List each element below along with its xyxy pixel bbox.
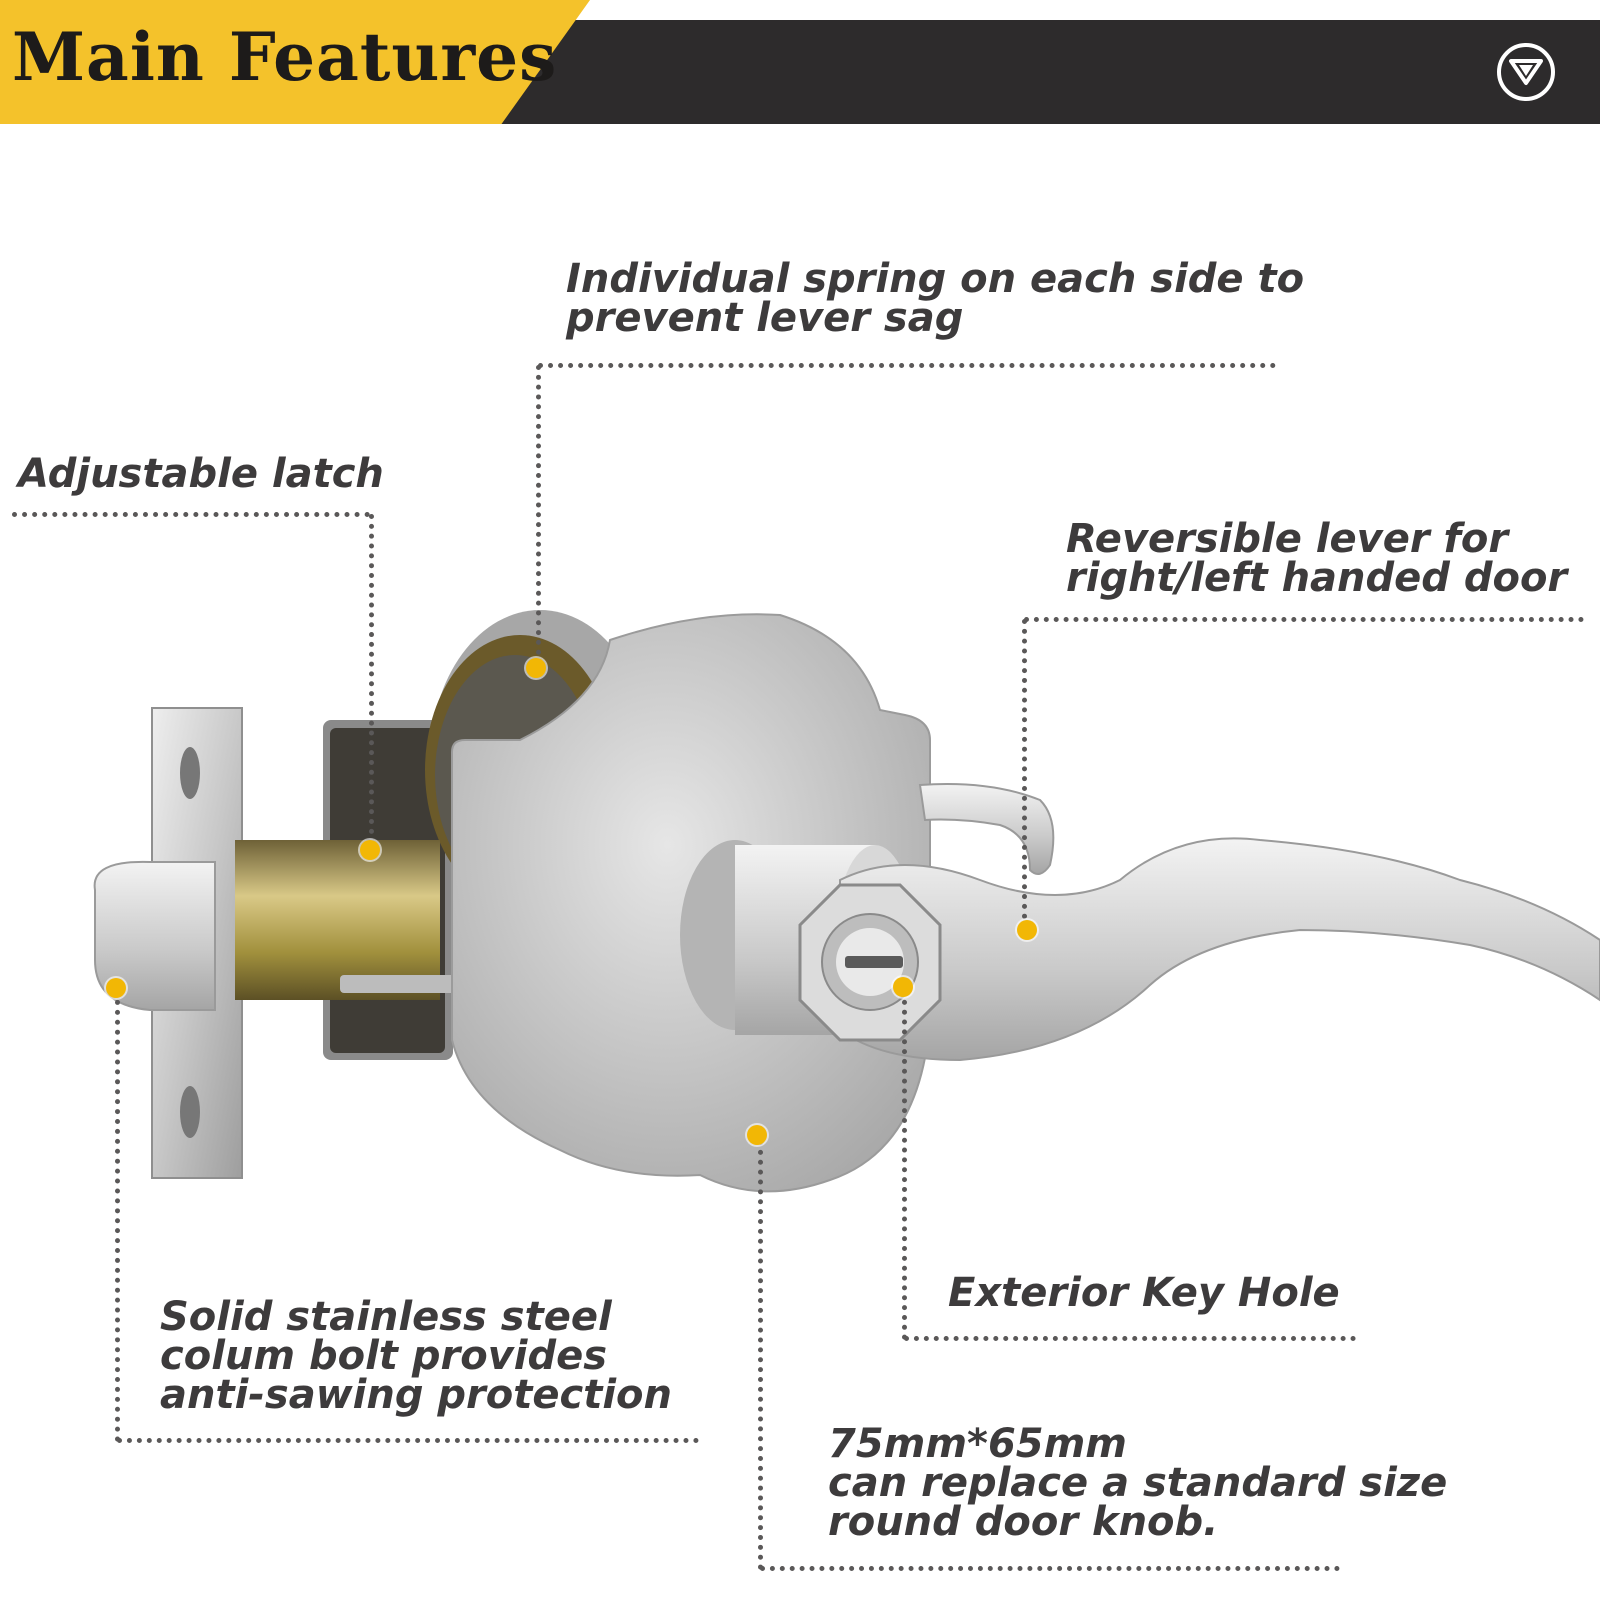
callout-line-reversible-v [1022, 619, 1027, 919]
chevron-down-circle-icon[interactable] [1497, 43, 1555, 101]
header-accent [0, 0, 590, 124]
feature-label-reversible-line1: Reversible lever for [1066, 516, 1509, 562]
feature-label-keyhole: Exterior Key Hole [948, 1270, 1340, 1316]
callout-line-keyhole-v [902, 990, 907, 1340]
callout-dot-size [747, 1125, 767, 1145]
feature-label-size: 75mm*65mm can replace a standard size ro… [828, 1421, 1448, 1545]
feature-label-spring-line1: Individual spring on each side to [566, 256, 1305, 302]
callout-line-bolt-h [117, 1438, 699, 1443]
callout-line-spring-v [536, 365, 541, 655]
feature-label-spring: Individual spring on each side to preven… [566, 256, 1305, 341]
callout-dot-bolt [106, 978, 126, 998]
callout-dot-latch [360, 840, 380, 860]
callout-line-bolt-v [115, 990, 120, 1442]
feature-label-latch: Adjustable latch [18, 451, 384, 497]
feature-label-size-line3: round door knob. [828, 1499, 1219, 1545]
feature-label-keyhole-line1: Exterior Key Hole [948, 1270, 1340, 1316]
feature-label-size-line1: 75mm*65mm [828, 1421, 1127, 1467]
feature-label-bolt-line1: Solid stainless steel [160, 1294, 612, 1340]
feature-label-spring-line2: prevent lever sag [566, 295, 964, 341]
callout-dot-reversible [1017, 920, 1037, 940]
callout-line-spring-h [538, 363, 1276, 368]
callout-line-latch-h [12, 512, 370, 517]
callout-dot-keyhole [893, 977, 913, 997]
feature-label-bolt-line3: anti-sawing protection [160, 1372, 672, 1418]
callout-line-size-v [758, 1140, 763, 1570]
feature-label-bolt: Solid stainless steel colum bolt provide… [160, 1294, 672, 1418]
callout-line-size-h [760, 1566, 1340, 1571]
callout-dot-spring [526, 658, 546, 678]
feature-label-size-line2: can replace a standard size [828, 1460, 1448, 1506]
callout-line-keyhole-h [904, 1336, 1356, 1341]
feature-label-reversible-line2: right/left handed door [1066, 555, 1568, 601]
feature-label-reversible: Reversible lever for right/left handed d… [1066, 516, 1568, 601]
callout-line-latch-v [369, 514, 374, 844]
feature-label-latch-line1: Adjustable latch [18, 451, 384, 497]
feature-label-bolt-line2: colum bolt provides [160, 1333, 608, 1379]
page-title: Main Features [12, 18, 558, 96]
callout-line-reversible-h [1024, 617, 1584, 622]
